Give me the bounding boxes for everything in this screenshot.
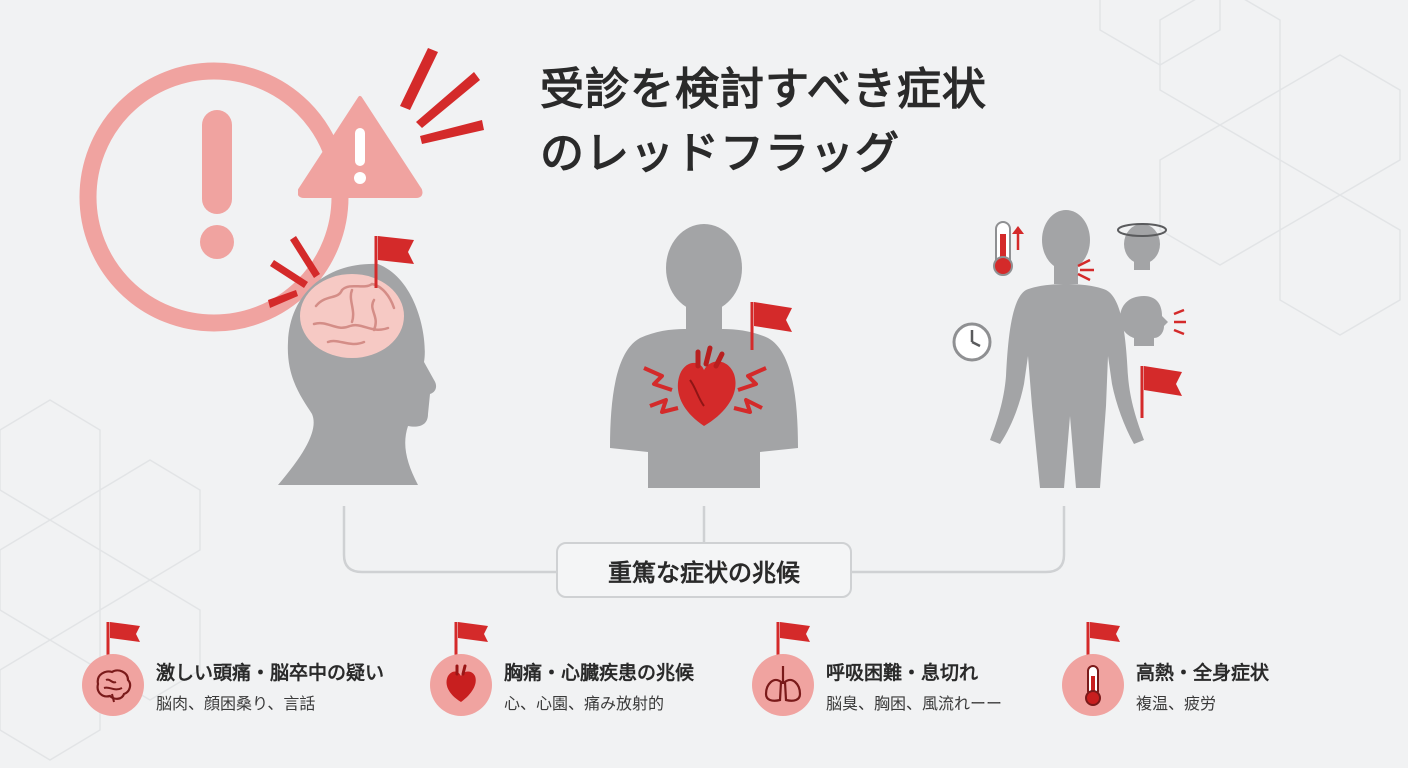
coughing-head-icon — [1120, 296, 1186, 346]
red-flag-icon — [106, 622, 140, 656]
symptom-title: 胸痛・心臓疾患の兆候 — [504, 662, 695, 684]
warning-triangle-icon — [298, 96, 423, 198]
heart-icon — [430, 654, 492, 716]
thermometer-small-icon — [993, 221, 1024, 276]
symptom-desc: 脳臭、胸困、風流れーー — [826, 694, 1003, 713]
symptom-desc: 脳肉、顔困桑り、言話 — [156, 694, 316, 713]
page-title: 受診を検討すべき症状 のレッドフラッグ — [540, 58, 987, 186]
symptom-title: 呼吸困難・息切れ — [826, 662, 979, 684]
thermometer-icon — [1062, 654, 1124, 716]
red-flag-icon — [1086, 622, 1120, 656]
title-line-1: 受診を検討すべき症状 — [540, 64, 987, 115]
lungs-icon — [752, 654, 814, 716]
title-line-2: のレッドフラッグ — [540, 128, 900, 179]
full-body-figure — [952, 210, 1186, 488]
red-flag-icon — [454, 622, 488, 656]
symptom-title: 激しい頭痛・脳卒中の疑い — [156, 662, 385, 684]
red-flag-icon — [776, 622, 810, 656]
alert-burst-icon — [400, 48, 484, 144]
severe-symptoms-label: 重篤な症状の兆候 — [556, 542, 852, 598]
symptom-desc: 複温、疲労 — [1136, 694, 1217, 713]
symptom-desc: 心、心園、痛み放射的 — [504, 694, 665, 713]
torso-heart-figure — [610, 224, 798, 488]
brain-icon — [82, 654, 144, 716]
symptom-title: 高熱・全身症状 — [1136, 662, 1270, 684]
dizzy-head-icon — [1117, 223, 1167, 270]
clock-icon — [952, 322, 992, 362]
head-brain-figure — [268, 236, 437, 485]
